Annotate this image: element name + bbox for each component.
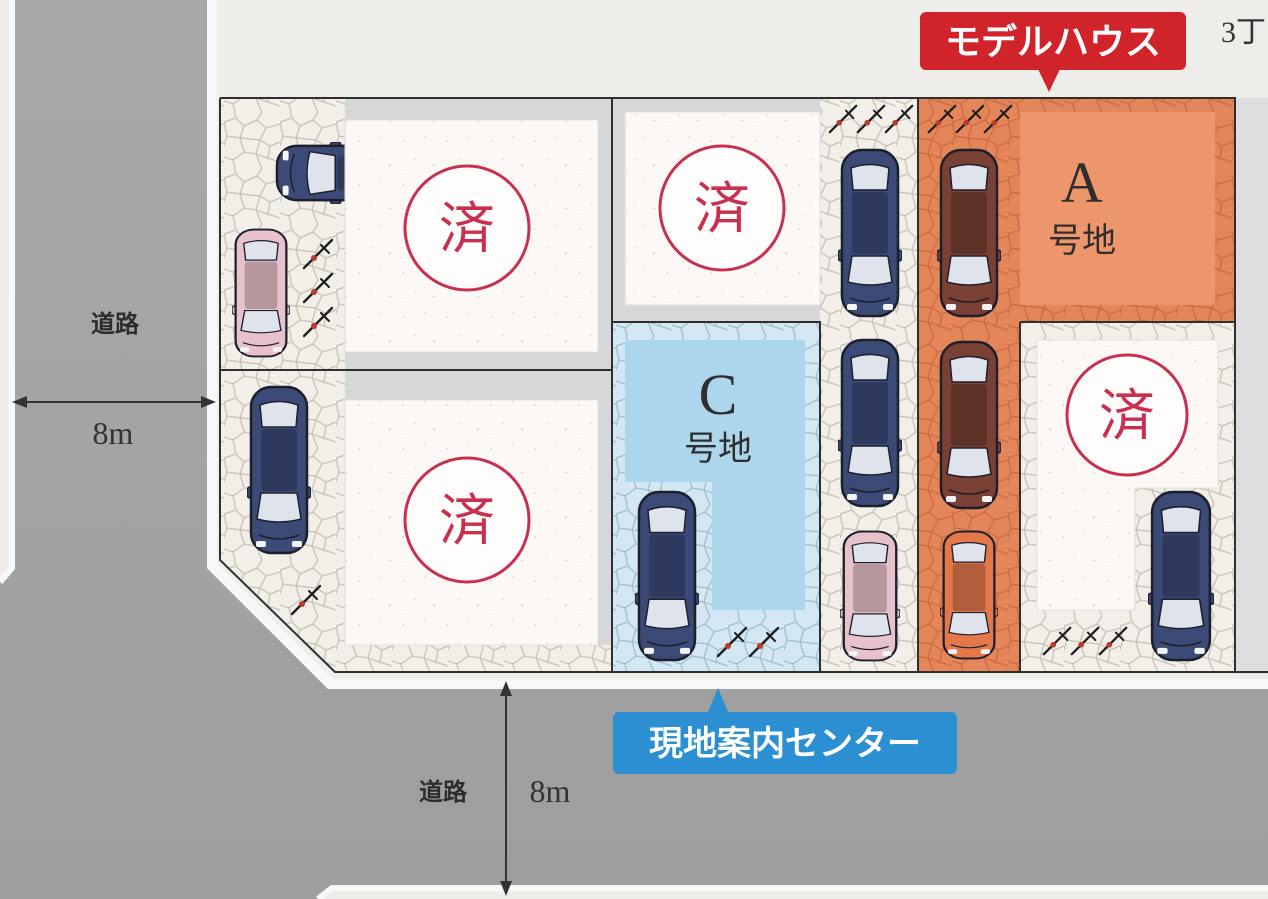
lot-a-house (1020, 112, 1215, 305)
sold-stamp: 済 (658, 144, 786, 272)
car-icon (247, 385, 311, 555)
left-curb-line (0, 0, 15, 584)
road-width-arrow-left (12, 396, 216, 408)
lot-c-suffix: 号地 (684, 430, 752, 468)
car-icon (1148, 490, 1214, 662)
sold-stamp-text: 済 (439, 199, 495, 261)
model-house-banner: モデルハウス (920, 12, 1186, 92)
car-icon (940, 530, 998, 660)
banner-pointer (1038, 69, 1060, 92)
lot-a-name: A (1061, 150, 1103, 215)
lot-a-suffix: 号地 (1048, 222, 1116, 260)
sold-stamp: 済 (403, 456, 531, 584)
car-icon (937, 340, 1001, 510)
block-curb-line (207, 0, 1268, 689)
road-width-left: 8m (93, 415, 134, 451)
banner-pointer (707, 688, 729, 714)
car-icon (838, 338, 902, 508)
corner-label: 3丁 (1221, 16, 1266, 49)
lot-c-house (625, 340, 805, 610)
road-label-bottom: 道路 (419, 778, 468, 806)
sold-stamp-text: 済 (1099, 386, 1155, 448)
site-center-banner: 現地案内センター (613, 688, 957, 774)
road-label-left: 道路 (91, 310, 140, 338)
neighbor-ground (1235, 98, 1268, 674)
car-icon (840, 530, 900, 662)
road-width-arrow-bottom (500, 681, 512, 896)
car-icon (838, 148, 902, 318)
sold-stamp: 済 (1065, 353, 1189, 477)
car-icon (635, 490, 699, 662)
car-icon (937, 148, 1001, 318)
road-width-bottom: 8m (530, 773, 571, 809)
bottom-curb-line (316, 885, 1268, 899)
sold-stamp-text: 済 (694, 179, 750, 241)
sold-stamp: 済 (403, 164, 531, 292)
lot-borders (219, 97, 1268, 673)
car-icon (232, 228, 290, 358)
model-house-label: モデルハウス (945, 21, 1161, 63)
site-center-label: 現地案内センター (649, 724, 921, 764)
sold-stamp-text: 済 (439, 491, 495, 553)
lot-c-name: C (699, 362, 738, 427)
